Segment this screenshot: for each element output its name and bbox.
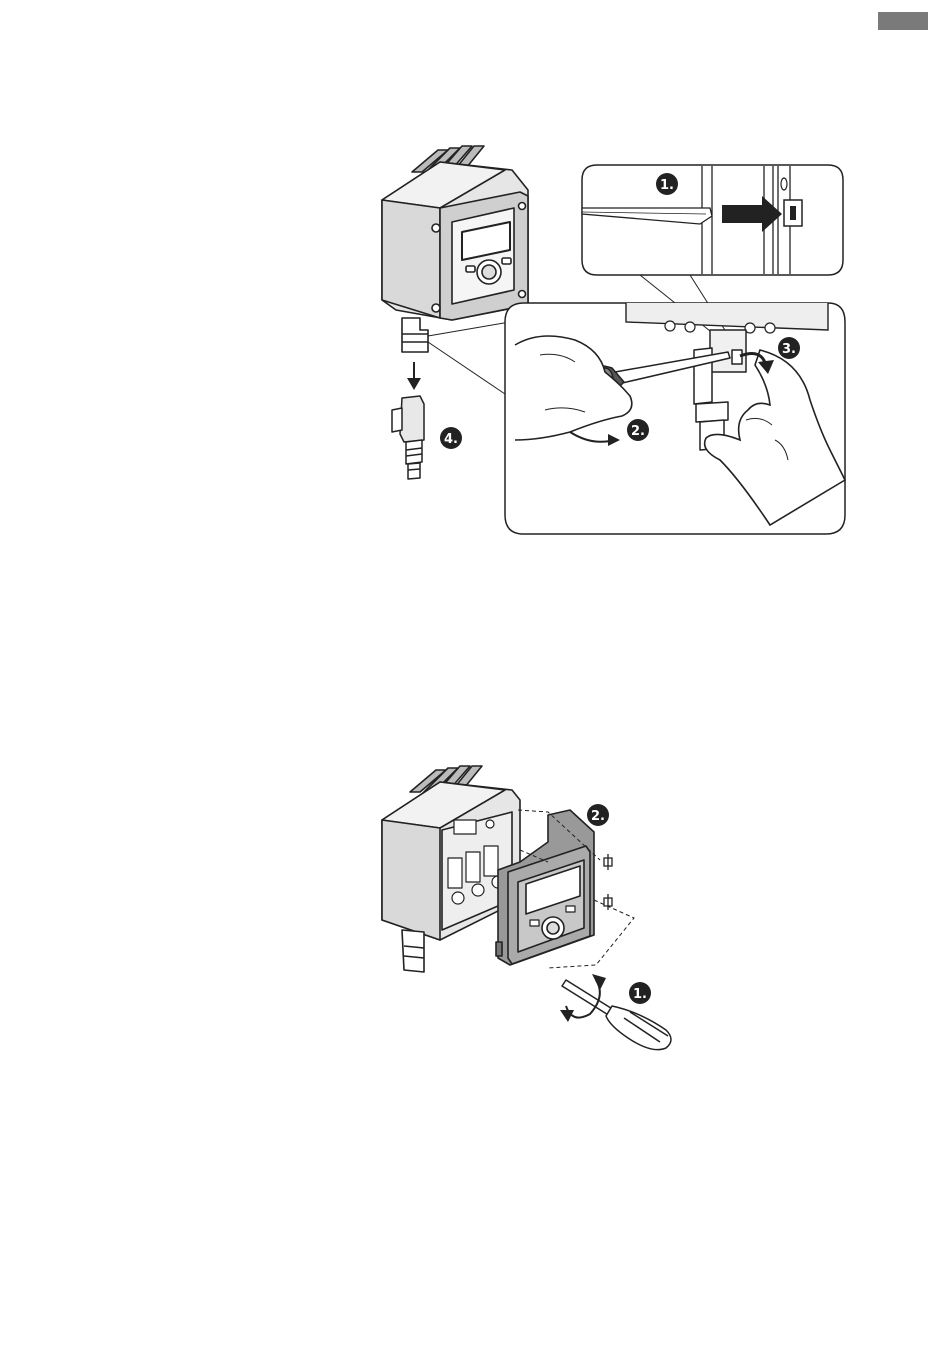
- callout-badge-4: 4.: [440, 427, 462, 449]
- callout-badge-2: 2.: [627, 419, 649, 441]
- screwdriver-icon: [562, 980, 671, 1050]
- sensor-plug: [392, 396, 424, 479]
- figure-remove-cover: 1. 2.: [375, 755, 685, 1055]
- arrow-down-icon: [407, 362, 421, 390]
- zoom-lines: [428, 322, 510, 394]
- screws: [604, 854, 612, 910]
- callout-label: 4.: [444, 432, 458, 447]
- detail-frame-hand: [505, 275, 845, 534]
- callout-badge-3: 3.: [778, 337, 800, 359]
- callout-label: 2.: [631, 424, 645, 439]
- callout-badge-1: 1.: [629, 982, 651, 1004]
- figure-remove-sensor: 1. 2. 3. 4.: [370, 135, 850, 540]
- callout-badge-1: 1.: [656, 173, 678, 195]
- callout-label: 3.: [782, 342, 796, 357]
- detail-frame-slot: [582, 165, 843, 275]
- callout-label: 1.: [633, 987, 647, 1002]
- callout-badge-2: 2.: [587, 804, 609, 826]
- callout-label: 2.: [591, 809, 605, 824]
- callout-label: 1.: [660, 178, 674, 193]
- language-tab[interactable]: [878, 12, 928, 30]
